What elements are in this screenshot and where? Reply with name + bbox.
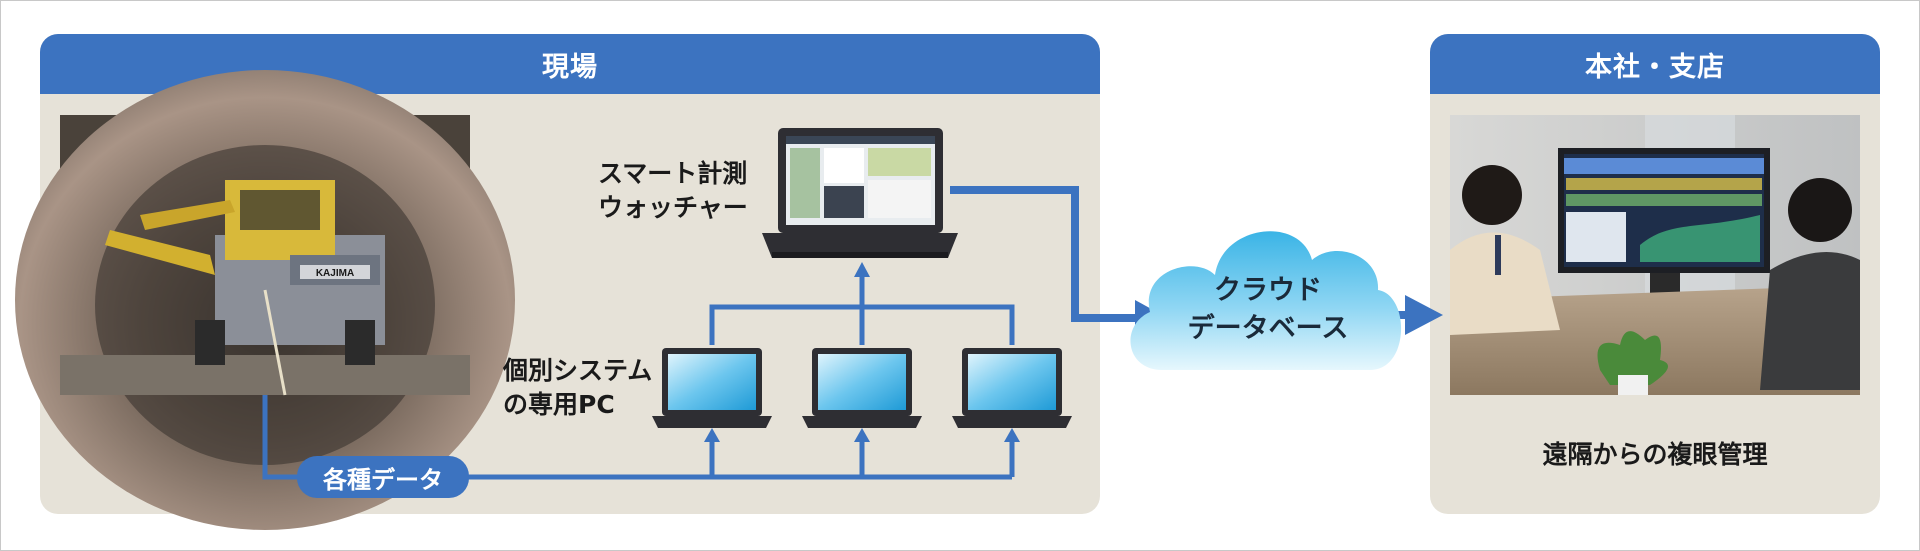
office-photo: [1450, 115, 1860, 395]
pc-label: 個別システム の専用PC: [503, 354, 652, 422]
machine-brand: KAJIMA: [316, 268, 354, 279]
tunnel-photo: KAJIMA: [15, 70, 515, 530]
data-badge: 各種データ: [297, 456, 469, 498]
arrow-right-office: [1405, 295, 1443, 335]
dedicated-pc-3-icon: [952, 348, 1072, 428]
dedicated-pc-2-icon: [802, 348, 922, 428]
arrow-up-pc3: [1004, 428, 1020, 442]
cloud-label-line2: データベース: [1187, 313, 1349, 344]
watcher-laptop-icon: [762, 128, 958, 258]
watcher-label-line2: ウォッチャー: [598, 193, 748, 222]
arrow-up-pc2: [854, 428, 870, 442]
arrow-up-pc1: [704, 428, 720, 442]
cloud-label: クラウド データベース: [1168, 272, 1368, 348]
office-caption: 遠隔からの複眼管理: [1542, 440, 1768, 469]
dedicated-pc-1-icon: [652, 348, 772, 428]
arrow-up-watcher: [854, 262, 870, 277]
pc-label-line1: 個別システム: [503, 356, 653, 385]
site-connectors: [262, 186, 1410, 480]
watcher-label-line1: スマート計測: [598, 159, 748, 188]
pc-label-line2: の専用PC: [503, 390, 615, 419]
cloud-icon: [1130, 231, 1402, 370]
cloud-label-line1: クラウド: [1214, 275, 1322, 306]
office-header: 本社・支店: [1430, 34, 1880, 94]
watcher-label: スマート計測 ウォッチャー: [598, 157, 748, 225]
